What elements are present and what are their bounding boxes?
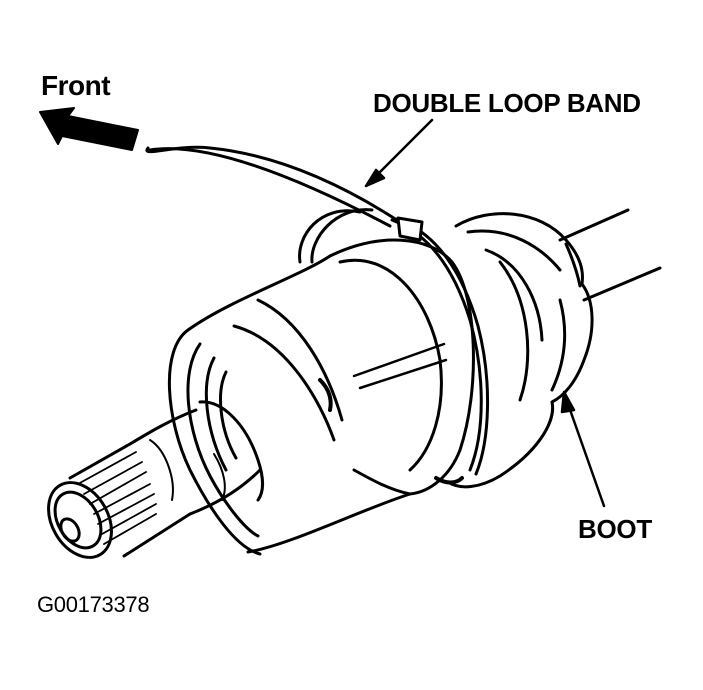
axle-shaft — [558, 208, 662, 302]
band-leader-arrow — [364, 118, 434, 188]
boot — [446, 212, 594, 489]
stub-shaft — [68, 400, 264, 558]
housing-end-face — [167, 328, 262, 556]
shaft-end — [47, 481, 113, 559]
double-loop-band-label: DOUBLE LOOP BAND — [373, 88, 641, 118]
joint-housing — [186, 238, 475, 554]
double-loop-band — [145, 145, 490, 485]
front-label: Front — [41, 70, 111, 101]
boot-label: BOOT — [578, 514, 652, 544]
figure-id: G00173378 — [37, 592, 150, 617]
front-arrow-icon — [39, 107, 139, 151]
boot-leader-arrow — [560, 390, 606, 508]
